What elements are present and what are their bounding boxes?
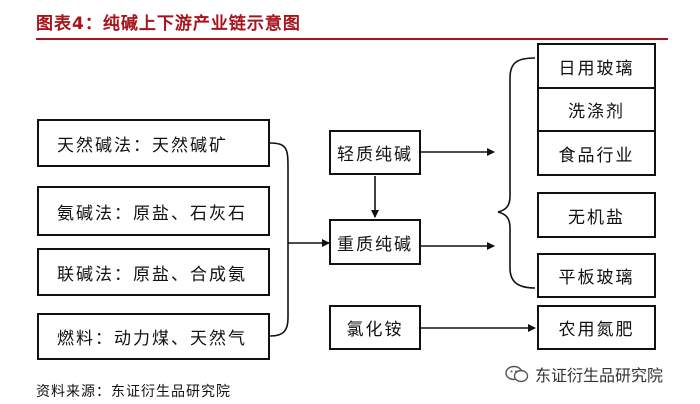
input-box-natural-alkali: 天然碱法：天然碱矿 [37,119,270,167]
input-bracket [269,142,289,337]
app-flat-glass: 平板玻璃 [537,253,656,298]
app-inorganic-salt: 无机盐 [537,192,656,238]
input-box-ammonia-soda: 氨碱法：原盐、石灰石 [37,186,270,236]
app-nitrogen-fertilizer: 农用氮肥 [537,305,656,350]
app-daily-glass: 日用玻璃 [537,43,656,89]
watermark: 东证衍生品研究院 [505,362,663,386]
product-box-light-soda: 轻质纯碱 [329,130,421,175]
lower-brace [509,228,536,289]
input-box-fuel: 燃料：动力煤、天然气 [37,313,270,360]
app-detergent: 洗涤剂 [537,87,656,132]
upper-brace [497,57,536,229]
watermark-text: 东证衍生品研究院 [535,366,664,385]
product-box-ammonium-chloride: 氯化铵 [329,305,421,350]
input-box-combined-soda: 联碱法：原盐、合成氨 [37,248,270,296]
application-stack: 日用玻璃 洗涤剂 食品行业 [537,43,656,176]
app-food-industry: 食品行业 [537,130,656,176]
source-note: 资料来源：东证衍生品研究院 [36,384,231,400]
figure-title: 图表4：纯碱上下游产业链示意图 [36,14,301,34]
wechat-icon [505,365,529,383]
product-box-heavy-soda: 重质纯碱 [329,219,421,265]
title-rule [36,38,668,40]
